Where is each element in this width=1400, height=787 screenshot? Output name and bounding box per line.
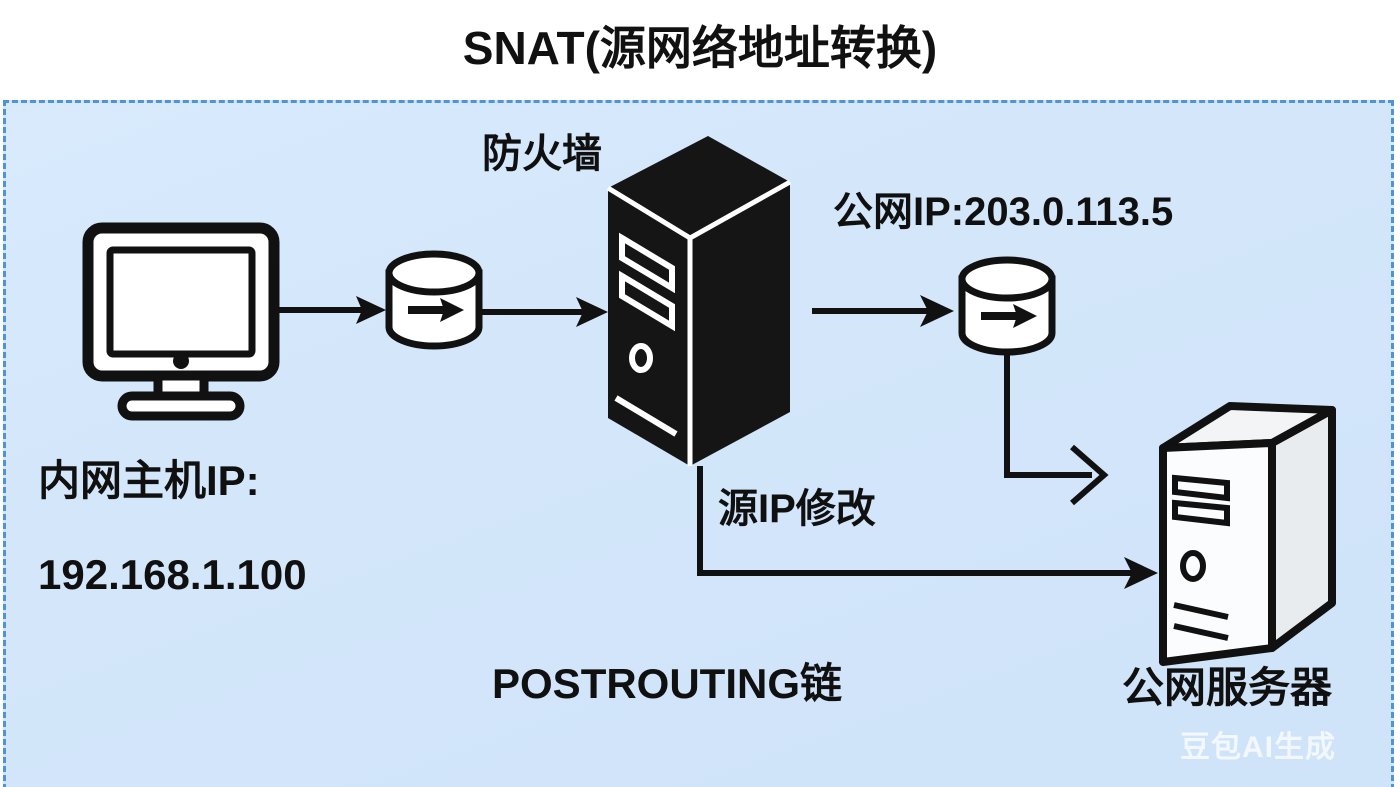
- client-host-label-line2: 192.168.1.100: [38, 551, 307, 599]
- public-server-label: 公网服务器: [1122, 664, 1333, 711]
- client-host-label: 内网主机IP: 192.168.1.100: [38, 410, 307, 645]
- client-host-label-line1: 内网主机IP:: [38, 457, 260, 505]
- public-ip-label: 公网IP:203.0.113.5: [833, 190, 1174, 234]
- firewall-label: 防火墙: [482, 132, 602, 176]
- postrouting-chain-label: POSTROUTING链: [492, 660, 843, 707]
- watermark: 豆包AI生成: [1180, 731, 1336, 764]
- page-title: SNAT(源网络地址转换): [462, 22, 938, 74]
- src-ip-change-label: 源IP修改: [718, 487, 876, 531]
